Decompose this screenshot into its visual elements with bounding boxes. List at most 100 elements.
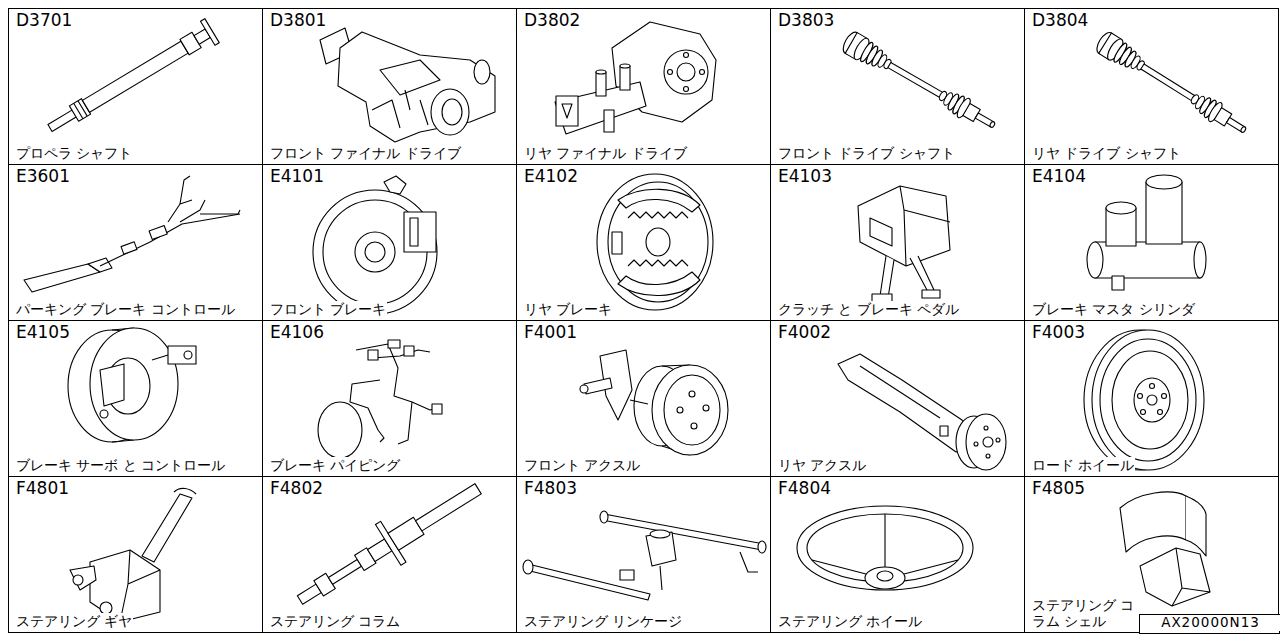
- front-final-drive-figure-part: [431, 89, 469, 135]
- brake-servo-figure-part: [168, 346, 196, 364]
- master-cylinder-figure-part: [1106, 202, 1136, 214]
- group-code: F4805: [1031, 479, 1086, 499]
- front-final-drive-figure-part: [442, 99, 462, 125]
- rear-final-drive-figure-part: [684, 87, 689, 92]
- rear-final-drive-figure-part: [620, 66, 630, 90]
- part-illustrations-part-part: [840, 30, 1000, 136]
- parking-brake-figure-part: [24, 264, 100, 292]
- master-cylinder-figure-part: [1146, 182, 1182, 244]
- road-wheel-figure-part: [1112, 351, 1188, 449]
- part-group-name: ステアリング コラム シェル: [1031, 597, 1137, 629]
- part-group-cell: E3601パーキング ブレーキ コントロール: [8, 164, 263, 321]
- parking-brake-figure-part: [100, 214, 240, 266]
- part-group-cell: E4101フロント ブレーキ: [262, 164, 517, 321]
- rear-final-drive-figure: [555, 22, 716, 134]
- steering-gear-figure: [70, 488, 196, 622]
- part-group-cell: E4105ブレーキ サーボ と コントロール: [8, 320, 263, 477]
- front-final-drive-figure: [320, 28, 495, 142]
- propeller-shaft-figure-part: [82, 41, 188, 112]
- group-code: D3802: [523, 11, 581, 31]
- group-code: F4803: [523, 479, 578, 499]
- group-code: D3701: [15, 11, 73, 31]
- part-group-cell: E4103クラッチ と ブレーキ ペダル: [770, 164, 1025, 321]
- front-final-drive-figure-part: [338, 32, 495, 142]
- brake-piping-figure-part: [318, 402, 362, 458]
- group-code: F4802: [269, 479, 324, 499]
- rear-axle-figure-part: [860, 366, 940, 418]
- steering-linkage-figure: [523, 511, 766, 600]
- front-brake-figure-part: [384, 176, 406, 194]
- front-axle-figure-part: [664, 375, 720, 445]
- front-brake-figure: [313, 176, 437, 314]
- parking-brake-figure-part: [121, 242, 137, 254]
- steering-gear-figure-part: [90, 550, 160, 622]
- steering-linkage-figure-part: [523, 560, 533, 574]
- part-group-cell: E4104ブレーキ マスタ シリンダ: [1024, 164, 1279, 321]
- steering-wheel-figure-part: [797, 506, 973, 590]
- master-cylinder-figure-part: [1146, 175, 1182, 189]
- front-brake-figure-part: [313, 190, 437, 314]
- rear-brake-figure-part: [628, 260, 688, 266]
- front-brake-figure-part: [410, 218, 418, 246]
- front-axle-figure-part: [677, 407, 683, 413]
- rear-final-drive-figure-part: [556, 96, 578, 126]
- rear-axle-figure-part: [838, 354, 976, 452]
- pedal-figure-part: [858, 186, 950, 266]
- part-group-name: ステアリング ホイール: [777, 613, 923, 629]
- front-axle-figure-part: [580, 385, 588, 393]
- part-group-cell: F4804ステアリング ホイール: [770, 476, 1025, 633]
- group-code: D3803: [777, 11, 835, 31]
- rear-brake-figure-part: [612, 232, 622, 254]
- group-code: E4103: [777, 167, 833, 187]
- part-group-name: フロント アクスル: [523, 457, 641, 473]
- parking-brake-figure-part: [88, 258, 112, 272]
- steering-linkage-figure-part: [650, 530, 670, 538]
- group-code: E4105: [15, 323, 71, 343]
- master-cylinder-figure-part: [1095, 242, 1200, 278]
- part-group-name: リヤ ファイナル ドライブ: [523, 145, 688, 161]
- steering-gear-figure-part: [174, 488, 196, 494]
- column-shell-figure-part: [1172, 548, 1210, 606]
- rear-final-drive-figure-part: [668, 70, 673, 75]
- group-code: D3801: [269, 11, 327, 31]
- steering-linkage-figure-part: [526, 564, 650, 600]
- part-group-cell: D3701プロペラ シャフト: [8, 8, 263, 165]
- group-code: D3804: [1031, 11, 1089, 31]
- pedal-figure-part: [870, 218, 892, 246]
- rear-axle-figure-part: [974, 442, 978, 446]
- part-group-name: フロント ブレーキ: [269, 301, 387, 317]
- part-group-cell: F4002リヤ アクスル: [770, 320, 1025, 477]
- part-group-cell: F4003ロード ホイール: [1024, 320, 1279, 477]
- part-group-name: ロード ホイール: [1031, 457, 1135, 473]
- steering-column-figure-part: [416, 484, 482, 531]
- rear-axle-figure-part: [966, 414, 1006, 470]
- pedal-figure-part: [910, 256, 934, 292]
- propeller-shaft-figure-part: [201, 19, 220, 46]
- master-cylinder-figure-part: [1194, 242, 1206, 278]
- brake-servo-figure-part: [152, 355, 168, 360]
- front-axle-figure-part: [703, 405, 709, 411]
- column-shell-figure: [1120, 492, 1210, 606]
- rear-brake-figure-part: [646, 228, 670, 256]
- rear-final-drive-figure-part: [604, 110, 614, 132]
- part-group-cell: F4803ステアリング リンケージ: [516, 476, 771, 633]
- column-shell-figure-part: [1186, 496, 1206, 556]
- part-group-name: ブレーキ パイピング: [269, 457, 401, 473]
- parking-brake-figure-part: [168, 200, 205, 222]
- steering-linkage-figure-part: [600, 511, 608, 523]
- rear-final-drive-figure-part: [596, 70, 606, 74]
- part-group-cell: F4801ステアリング ギヤ: [8, 476, 263, 633]
- front-axle-figure-part: [652, 365, 728, 455]
- front-final-drive-figure-part: [372, 60, 440, 128]
- parking-brake-figure: [24, 176, 240, 292]
- figure-number-box: AX20000N13: [1139, 614, 1280, 634]
- steering-wheel-figure-part: [877, 571, 893, 581]
- group-code: E4104: [1031, 167, 1087, 187]
- rear-final-drive-figure-part: [677, 63, 695, 81]
- pedal-figure-part: [880, 256, 894, 298]
- parking-brake-figure-part: [200, 210, 240, 214]
- front-axle-figure-part: [691, 423, 697, 429]
- road-wheel-figure-part: [1158, 410, 1163, 415]
- part-group-cell: D3802 リヤ ファイナル ドライブ: [516, 8, 771, 165]
